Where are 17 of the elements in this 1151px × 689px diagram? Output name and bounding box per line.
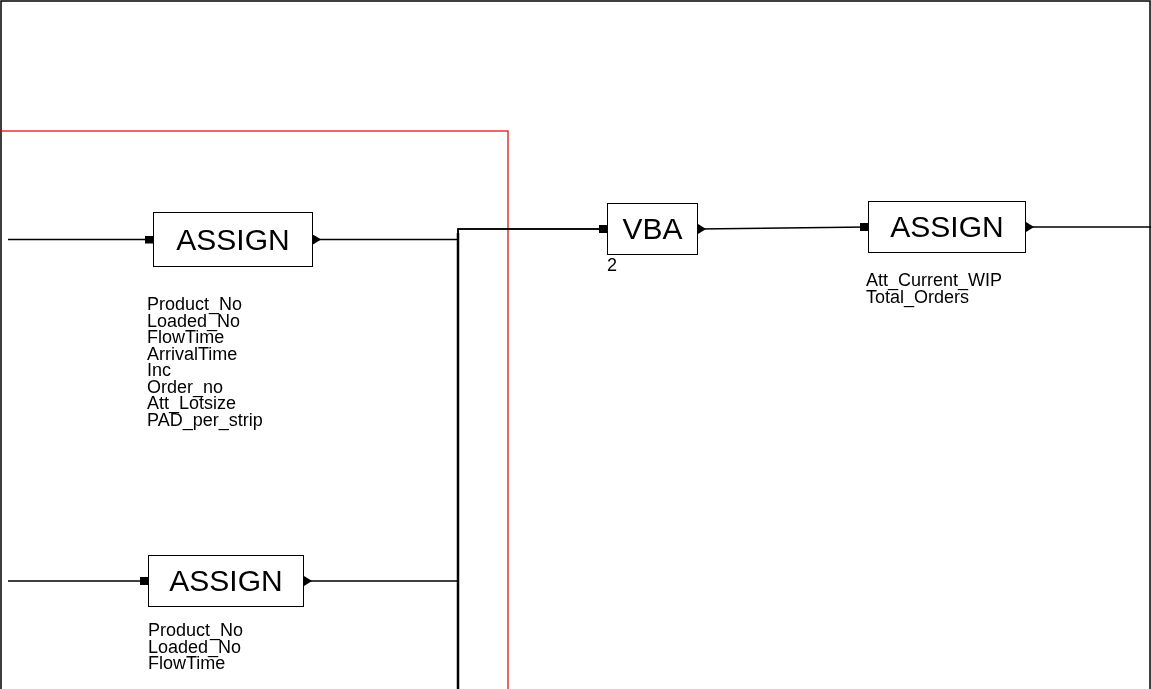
module-box: ASSIGN <box>148 555 304 607</box>
attribute-label: 2 <box>607 257 617 274</box>
connector <box>697 223 869 234</box>
module-box: ASSIGN <box>153 212 313 267</box>
attribute-label: ArrivalTime <box>147 345 238 362</box>
attribute-label: Att_Lotsize <box>147 395 237 412</box>
connector <box>7 235 154 244</box>
attribute-label: Inc <box>147 362 171 379</box>
module-box: VBA <box>607 203 698 255</box>
attribute-label: Product_No <box>148 622 244 639</box>
module-box: ASSIGN <box>868 201 1026 253</box>
attribute-label: Att_Current_WIP <box>866 272 1003 289</box>
connector <box>1025 222 1151 232</box>
connector <box>7 577 149 585</box>
attribute-label: FlowTime <box>147 329 225 346</box>
attribute-label: Product_No <box>147 296 243 313</box>
attribute-label: FlowTime <box>148 655 226 672</box>
